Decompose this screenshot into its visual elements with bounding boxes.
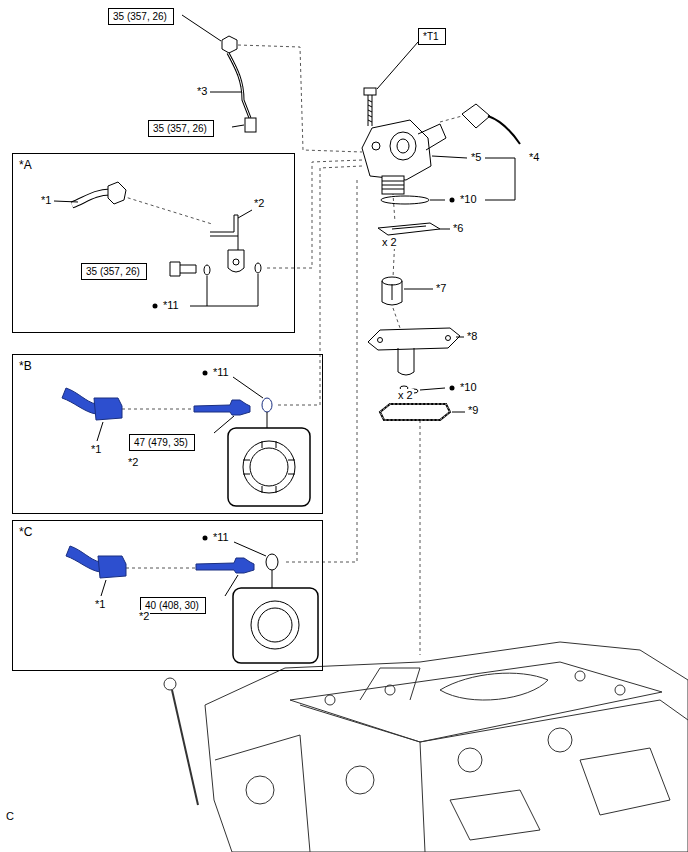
fuel-pipe <box>72 182 244 272</box>
torque-box: 47 (479, 35) <box>129 434 195 451</box>
assembly-line <box>122 45 462 655</box>
torque-value: 35 (357, 26) <box>113 11 167 22</box>
callout-number: *2 <box>138 610 150 623</box>
torque-box: 35 (357, 26) <box>108 8 174 25</box>
bolt <box>364 88 376 126</box>
callout-number: *1 <box>90 443 102 456</box>
non-reusable-mark <box>153 198 455 541</box>
torque-box: 35 (357, 26) <box>148 120 214 137</box>
callout-number: x 2 <box>381 236 398 249</box>
callout-number: *10 <box>459 381 478 394</box>
panel-label: *C <box>19 525 32 539</box>
o-ring <box>381 196 429 204</box>
callout-number: *5 <box>470 151 482 164</box>
callout-number: *7 <box>435 282 447 295</box>
pump-bracket <box>368 328 460 375</box>
union-bolt <box>170 262 196 276</box>
callout-number: *10 <box>459 193 478 206</box>
callout-panel: *C 40 (408, 30) <box>12 520 323 671</box>
gasket <box>380 404 450 420</box>
tool-box: *T1 <box>418 28 446 45</box>
torque-value: 47 (479, 35) <box>134 437 188 448</box>
fuel-hose <box>66 546 254 578</box>
engine <box>164 642 688 852</box>
callout-number: *2 <box>127 456 139 469</box>
fuel-hose <box>62 388 250 420</box>
callout-number: *1 <box>94 598 106 611</box>
callout-panel: *B 47 (479, 35) <box>12 354 323 514</box>
torque-value: *T1 <box>423 31 439 42</box>
torque-value: 35 (357, 26) <box>86 266 140 277</box>
torque-value: 40 (408, 30) <box>145 600 199 611</box>
detail-inset <box>233 588 318 663</box>
callout-number: *1 <box>40 194 52 207</box>
fuel-pump <box>362 120 446 194</box>
fuel-pipe <box>222 36 256 132</box>
detail-inset <box>228 428 310 506</box>
callout-number: *8 <box>466 330 478 343</box>
callout-number: *11 <box>162 299 180 312</box>
panel-label: *B <box>19 359 32 373</box>
callout-number: C <box>5 810 15 823</box>
torque-box: 35 (357, 26) <box>81 263 147 280</box>
callout-number: *11 <box>212 531 230 544</box>
torque-value: 35 (357, 26) <box>153 123 207 134</box>
callout-number: *6 <box>452 222 464 235</box>
callout-panel: *A 35 (357, 26) <box>12 153 295 333</box>
callout-number: *11 <box>212 366 230 379</box>
lifter <box>382 277 402 305</box>
gasket <box>378 223 440 235</box>
panel-label: *A <box>19 158 32 172</box>
connector <box>462 104 520 144</box>
callout-number: *2 <box>253 197 265 210</box>
callout-number: *9 <box>467 404 479 417</box>
callout-number: x 2 <box>397 389 414 402</box>
callout-number: *4 <box>528 151 540 164</box>
callout-number: *3 <box>196 85 208 98</box>
